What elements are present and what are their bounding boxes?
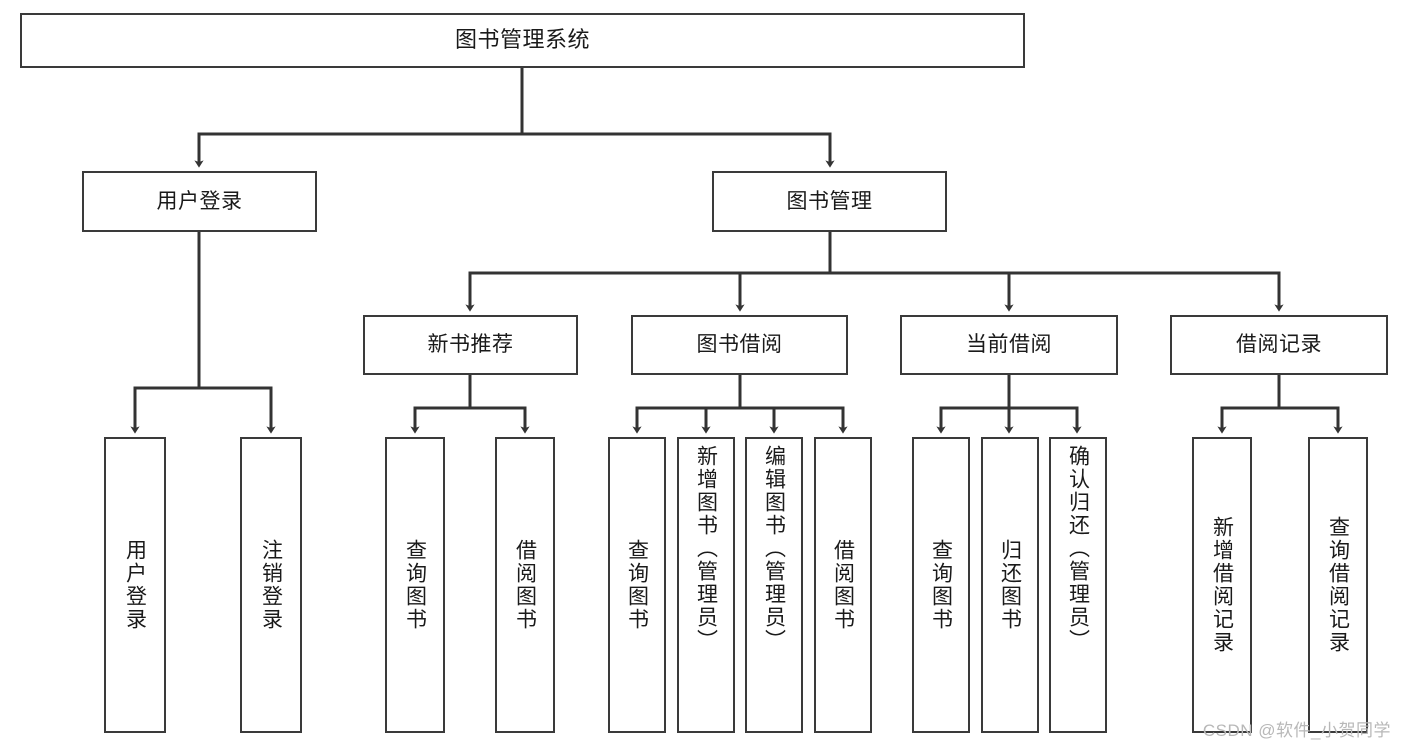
leaf-add-book-admin[interactable]: 新增图书（管理员） <box>677 437 735 733</box>
node-label: 图书管理 <box>786 189 873 213</box>
node-book-borrow[interactable]: 图书借阅 <box>631 315 848 375</box>
node-label: 查询借阅记录 <box>1326 516 1350 654</box>
node-label: 用户登录 <box>123 539 147 631</box>
leaf-query-book-current[interactable]: 查询图书 <box>912 437 970 733</box>
node-book-management[interactable]: 图书管理 <box>712 171 947 232</box>
node-label: 图书管理系统 <box>454 27 590 53</box>
leaf-query-borrow-record[interactable]: 查询借阅记录 <box>1308 437 1368 733</box>
leaf-return-book[interactable]: 归还图书 <box>981 437 1039 733</box>
node-new-book-recommend[interactable]: 新书推荐 <box>363 315 578 375</box>
node-label: 新增图书（管理员） <box>694 445 718 652</box>
node-borrow-record[interactable]: 借阅记录 <box>1170 315 1388 375</box>
leaf-add-borrow-record[interactable]: 新增借阅记录 <box>1192 437 1252 733</box>
node-user-login[interactable]: 用户登录 <box>82 171 317 232</box>
leaf-borrow-book[interactable]: 借阅图书 <box>814 437 872 733</box>
leaf-query-book-borrow[interactable]: 查询图书 <box>608 437 666 733</box>
watermark-text: CSDN @软件_小贺同学 <box>1202 721 1391 740</box>
node-label: 编辑图书（管理员） <box>762 445 786 652</box>
node-label: 确认归还（管理员） <box>1066 445 1090 652</box>
leaf-confirm-return-admin[interactable]: 确认归还（管理员） <box>1049 437 1107 733</box>
node-root-system[interactable]: 图书管理系统 <box>20 13 1025 68</box>
node-label: 查询图书 <box>403 539 427 631</box>
leaf-user-logout[interactable]: 注销登录 <box>240 437 302 733</box>
node-label: 查询图书 <box>625 539 649 631</box>
node-label: 新书推荐 <box>427 333 514 357</box>
node-label: 借阅记录 <box>1236 333 1322 357</box>
leaf-user-login[interactable]: 用户登录 <box>104 437 166 733</box>
node-label: 借阅图书 <box>513 539 537 631</box>
node-label: 图书借阅 <box>696 333 783 357</box>
node-label: 注销登录 <box>259 539 283 631</box>
node-label: 归还图书 <box>998 539 1022 631</box>
node-current-borrow[interactable]: 当前借阅 <box>900 315 1118 375</box>
node-label: 借阅图书 <box>831 539 855 631</box>
node-label: 新增借阅记录 <box>1210 516 1234 654</box>
node-label: 用户登录 <box>156 189 243 213</box>
leaf-query-book-recommend[interactable]: 查询图书 <box>385 437 445 733</box>
leaf-borrow-book-recommend[interactable]: 借阅图书 <box>495 437 555 733</box>
leaf-edit-book-admin[interactable]: 编辑图书（管理员） <box>745 437 803 733</box>
node-label: 当前借阅 <box>966 333 1052 357</box>
node-label: 查询图书 <box>929 539 953 631</box>
